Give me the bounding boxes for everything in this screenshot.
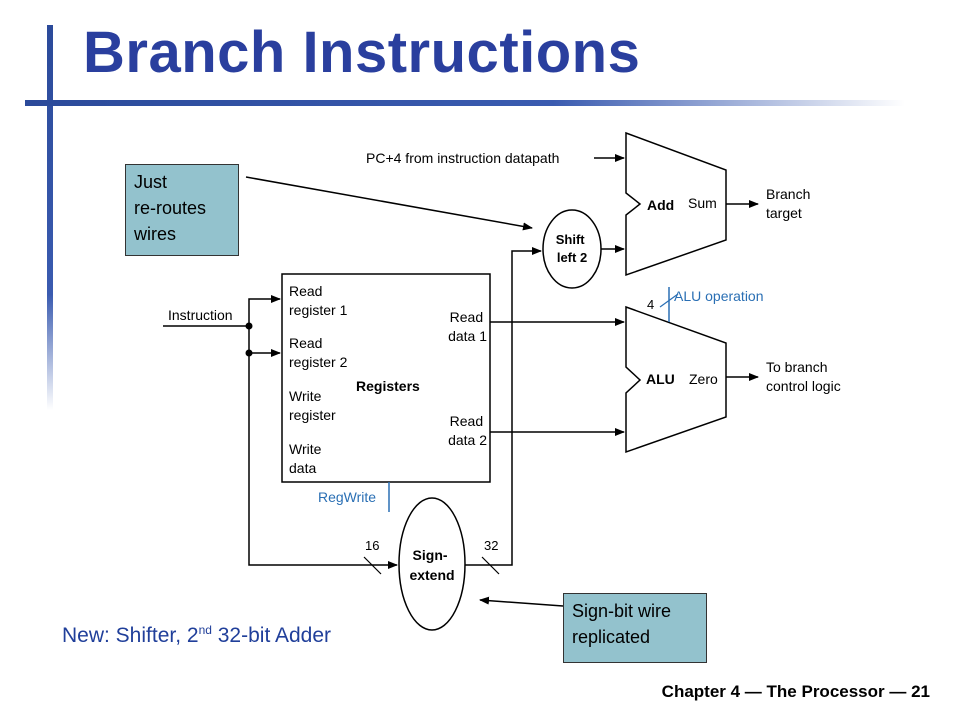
registers-box: [281, 273, 491, 483]
alu-op-bus-slash: [659, 293, 679, 308]
new-hardware-note: New: Shifter, 2nd 32-bit Adder: [62, 623, 331, 648]
bits-32-label: 32: [484, 538, 498, 553]
reroute-callout-line-1: Just: [134, 172, 168, 192]
note-superscript: nd: [198, 623, 212, 637]
slide-footer: Chapter 4 — The Processor — 21: [661, 682, 930, 701]
alu-label: ALU: [646, 371, 675, 387]
read-register-1-label: Read register 1: [289, 283, 348, 318]
reroute-callout-line-3: wires: [134, 224, 177, 244]
imm32-bus-slash: [481, 556, 500, 575]
write-data-label: Write data: [289, 441, 325, 476]
alu-zero-label: Zero: [689, 371, 718, 387]
reroute-callout: Just re-routes wires: [125, 164, 239, 256]
signbit-callout: Sign-bit wire replicated: [563, 593, 707, 663]
adder-label: Add: [647, 197, 674, 213]
imm16-wire: [248, 326, 398, 569]
note-text-pre: New: Shifter, 2: [62, 624, 199, 647]
slide-title: Branch Instructions: [83, 20, 641, 85]
alu-operation-label: ALU operation: [674, 288, 764, 304]
horizontal-accent-bar: [25, 100, 905, 106]
alu-op-bits-label: 4: [647, 297, 654, 312]
bits-16-label: 16: [365, 538, 379, 553]
imm16-bus-slash: [363, 556, 382, 575]
read-register-2-label: Read register 2: [289, 335, 348, 370]
write-register-label: Write register: [289, 388, 336, 423]
to-branch-label: To branch control logic: [766, 359, 841, 394]
registers-title: Registers: [356, 378, 420, 394]
reroute-callout-arrow: [245, 176, 533, 231]
sign-extend-label: Sign- extend: [409, 547, 454, 583]
branch-target-label: Branch target: [766, 186, 814, 221]
signbit-callout-line-2: replicated: [572, 627, 651, 647]
read-reg1-wire: [248, 295, 281, 326]
vertical-accent-bar: [47, 25, 53, 410]
alu-shape: [625, 305, 727, 454]
note-text-post: 32-bit Adder: [211, 624, 332, 647]
signbit-callout-arrow: [479, 596, 564, 607]
read-data-2-label: Read data 2: [448, 413, 487, 448]
regwrite-label: RegWrite: [318, 489, 376, 505]
signbit-callout-line-1: Sign-bit wire: [572, 601, 672, 621]
instruction-label: Instruction: [168, 307, 233, 323]
sign-extend-unit: [398, 497, 466, 631]
shift-left-2-unit: [542, 209, 602, 289]
shift-left-2-label: Shift left 2: [556, 232, 589, 265]
pc4-label: PC+4 from instruction datapath: [366, 150, 559, 166]
adder-shape: [625, 131, 727, 277]
read-data-1-label: Read data 1: [448, 309, 487, 344]
reroute-callout-line-2: re-routes: [134, 198, 207, 218]
adder-sum-label: Sum: [688, 195, 717, 211]
sign-extend-to-shift-wire: [465, 247, 542, 566]
